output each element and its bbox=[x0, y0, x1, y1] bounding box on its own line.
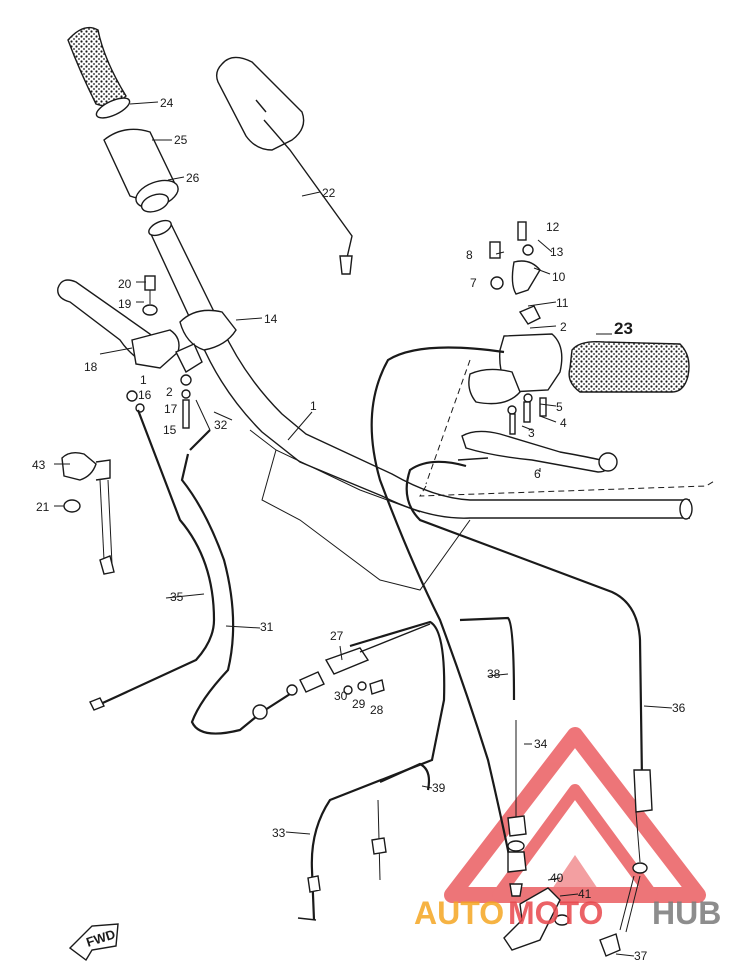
switch-assembly bbox=[61, 451, 115, 575]
part-label-11: 11 bbox=[556, 296, 569, 310]
part-label-15: 15 bbox=[163, 423, 177, 437]
part-label-24: 24 bbox=[160, 96, 174, 110]
right-control-assembly bbox=[419, 221, 717, 497]
watermark-logo bbox=[444, 727, 706, 903]
part-label-6: 6 bbox=[534, 467, 541, 481]
watermark-text: AUTO MOTO HUB bbox=[414, 895, 721, 931]
part-label-31: 31 bbox=[260, 620, 274, 634]
part-label-40: 40 bbox=[550, 871, 564, 885]
brake-lever bbox=[461, 430, 609, 473]
forward-arrow-icon bbox=[68, 923, 119, 962]
watermark-text-auto: AUTO bbox=[414, 895, 504, 931]
cable-bracket bbox=[503, 887, 561, 951]
part-label-8: 8 bbox=[466, 248, 473, 262]
mirror-head bbox=[215, 56, 305, 151]
switch-body bbox=[61, 451, 97, 481]
part-label-25: 25 bbox=[174, 133, 188, 147]
left-grip-assembly bbox=[67, 26, 179, 213]
right-grip bbox=[568, 340, 690, 393]
part-label-27: 27 bbox=[330, 629, 344, 643]
part-label-17: 17 bbox=[164, 402, 178, 416]
leader-lines bbox=[54, 101, 673, 957]
part-label-2: 2 bbox=[560, 320, 567, 334]
mirror-assembly bbox=[215, 56, 353, 275]
part-label-39: 39 bbox=[432, 781, 446, 795]
part-label-35: 35 bbox=[170, 590, 184, 604]
part-label-12: 12 bbox=[546, 220, 560, 234]
part-label-10: 10 bbox=[552, 270, 566, 284]
fwd-marker: FWD bbox=[68, 923, 119, 962]
lever-holder bbox=[179, 309, 237, 351]
part-label-2b: 2 bbox=[166, 385, 173, 399]
part-label-5: 5 bbox=[556, 400, 563, 414]
left-grip bbox=[67, 26, 127, 107]
part-label-32: 32 bbox=[214, 418, 228, 432]
watermark-text-hub: HUB bbox=[652, 895, 721, 931]
part-label-20: 20 bbox=[118, 277, 132, 291]
part-label-26: 26 bbox=[186, 171, 200, 185]
part-labels: 24 25 26 22 20 19 14 18 1 16 2 17 15 32 … bbox=[32, 96, 686, 963]
part-label-28: 28 bbox=[370, 703, 384, 717]
part-label-7: 7 bbox=[470, 276, 477, 290]
part-label-41: 41 bbox=[578, 887, 592, 901]
part-label-38: 38 bbox=[487, 667, 501, 681]
handlebar bbox=[148, 219, 693, 591]
part-label-23: 23 bbox=[614, 319, 633, 338]
cable-junction bbox=[324, 647, 370, 675]
triangle-logo-icon bbox=[444, 727, 706, 903]
part-label-34: 34 bbox=[534, 737, 548, 751]
part-label-19: 19 bbox=[118, 297, 132, 311]
part-label-29: 29 bbox=[352, 697, 366, 711]
left-lever-assembly bbox=[57, 275, 237, 431]
part-label-30: 30 bbox=[334, 689, 348, 703]
part-label-36: 36 bbox=[672, 701, 686, 715]
part-label-4: 4 bbox=[560, 416, 567, 430]
throttle-housing bbox=[499, 333, 563, 393]
part-label-13: 13 bbox=[550, 245, 564, 259]
part-label-33: 33 bbox=[272, 826, 286, 840]
part-label-21: 21 bbox=[36, 500, 50, 514]
grip-collar bbox=[95, 97, 131, 119]
part-label-43: 43 bbox=[32, 458, 46, 472]
part-label-18: 18 bbox=[84, 360, 98, 374]
part-label-37: 37 bbox=[634, 949, 648, 963]
cables bbox=[89, 346, 653, 957]
part-label-3: 3 bbox=[528, 426, 535, 440]
part-label-14: 14 bbox=[264, 312, 278, 326]
part-label-1: 1 bbox=[310, 399, 317, 413]
part-label-1b: 1 bbox=[140, 373, 147, 387]
part-label-16: 16 bbox=[138, 388, 152, 402]
part-label-22: 22 bbox=[322, 186, 336, 200]
watermark-text-moto: MOTO bbox=[508, 895, 603, 931]
